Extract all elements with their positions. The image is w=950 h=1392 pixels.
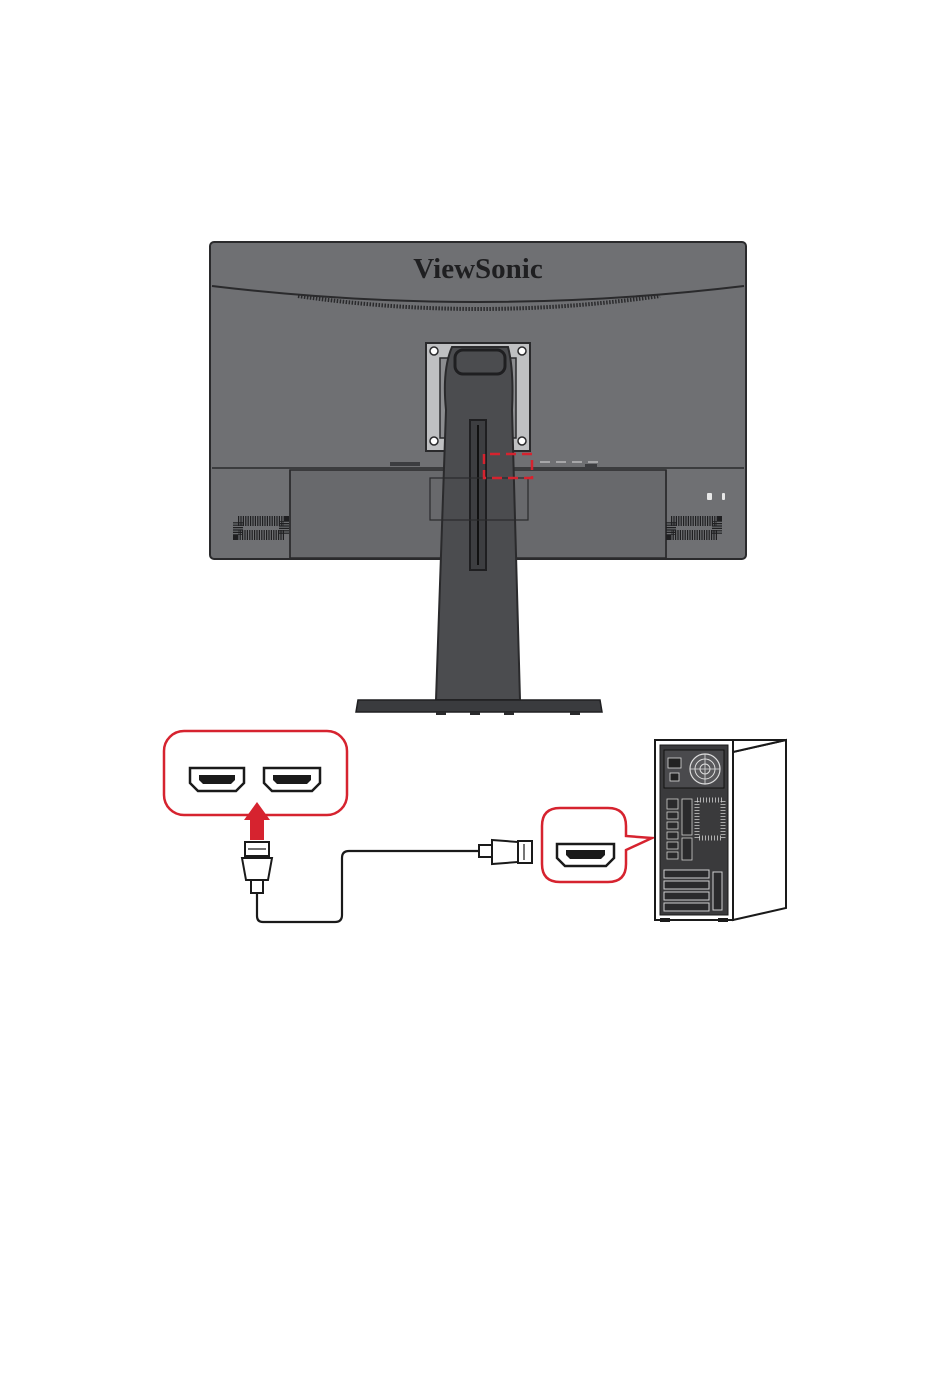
hdmi-port-1 xyxy=(190,768,244,791)
monitor-hdmi-callout xyxy=(164,731,347,815)
stand-handle xyxy=(455,350,505,374)
hdmi-connector-monitor-end xyxy=(242,842,272,893)
hdmi-port-2 xyxy=(264,768,320,791)
hdmi-connector-computer-end xyxy=(479,840,532,864)
desktop-computer-tower xyxy=(655,740,786,922)
hdmi-cable xyxy=(242,840,532,922)
computer-hdmi-port xyxy=(557,844,614,866)
tower-side-panel xyxy=(733,740,786,920)
brand-logo: ViewSonic xyxy=(413,253,543,285)
computer-hdmi-callout xyxy=(542,808,652,882)
stand-base xyxy=(356,700,602,712)
monitor-rear-view: ViewSonic xyxy=(210,242,746,715)
